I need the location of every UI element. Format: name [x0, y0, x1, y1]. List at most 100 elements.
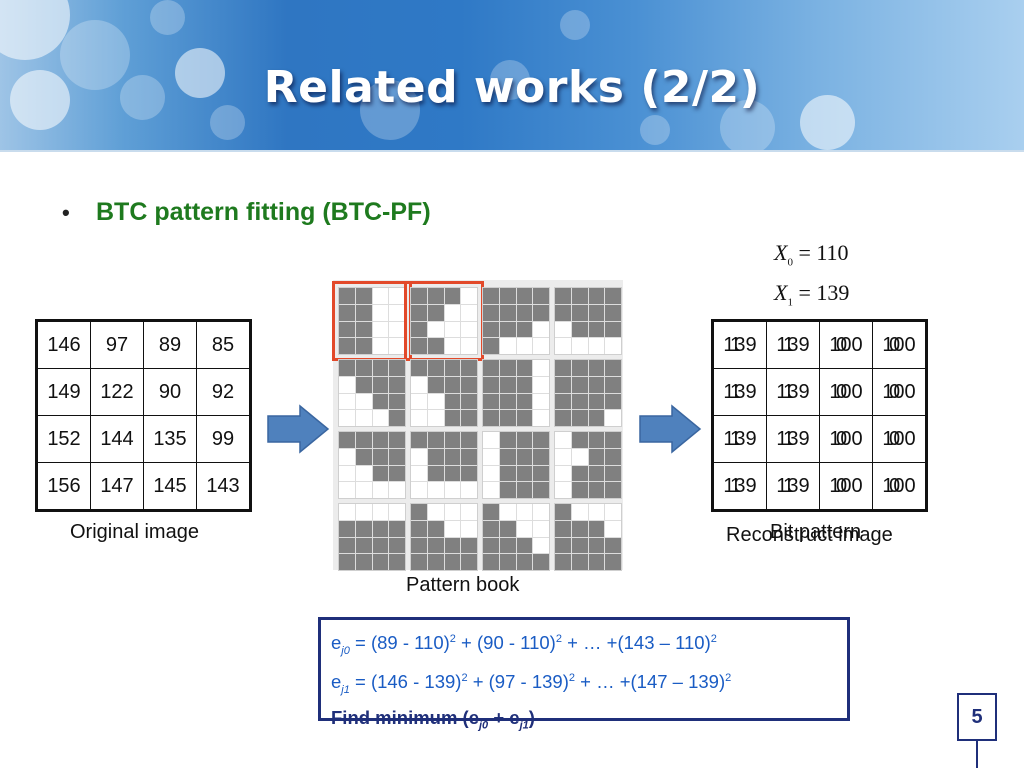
- pattern-cell: [555, 537, 571, 554]
- pattern-cell: [427, 520, 444, 537]
- pattern-cell: [499, 321, 516, 338]
- pattern-cell: [483, 504, 499, 520]
- pattern-cell: [355, 448, 372, 465]
- pattern-cell: [444, 393, 461, 410]
- pattern-cell: [571, 304, 588, 321]
- pattern-cell: [339, 360, 355, 376]
- pattern-cell: [605, 338, 621, 354]
- pattern-cell: [444, 410, 461, 426]
- pattern-cell: [516, 376, 533, 393]
- grid-cell: 135: [143, 415, 197, 463]
- pattern-cell: [555, 554, 571, 570]
- pattern-cell: [499, 537, 516, 554]
- pattern-cell: [588, 537, 605, 554]
- find-minimum-text: Find minimum (ej0 + ej1): [331, 706, 535, 732]
- pattern-cell: [605, 554, 621, 570]
- pattern-cell: [444, 360, 461, 376]
- pattern-cell: [605, 537, 621, 554]
- pattern-cell: [389, 304, 405, 321]
- pattern-cell: [339, 482, 355, 498]
- pattern-cell: [372, 376, 389, 393]
- pattern-tile: [410, 431, 478, 499]
- pattern-cell: [444, 504, 461, 520]
- pattern-cell: [533, 465, 549, 482]
- pattern-cell: [427, 482, 444, 498]
- pattern-cell: [411, 321, 427, 338]
- pattern-cell: [533, 304, 549, 321]
- pattern-cell: [389, 321, 405, 338]
- pattern-cell: [444, 465, 461, 482]
- pattern-cell: [372, 520, 389, 537]
- reconstructed-value: 139: [723, 333, 757, 356]
- pattern-cell: [461, 376, 477, 393]
- pattern-cell: [533, 410, 549, 426]
- pattern-cell: [605, 321, 621, 338]
- pattern-cell: [499, 482, 516, 498]
- pattern-tile: [554, 287, 622, 355]
- pattern-tile-selected: [404, 281, 484, 361]
- pattern-cell: [588, 338, 605, 354]
- pattern-cell: [355, 393, 372, 410]
- pattern-cell: [571, 288, 588, 304]
- pattern-tile: [482, 431, 550, 499]
- pattern-cell: [411, 554, 427, 570]
- pattern-cell: [372, 321, 389, 338]
- grid-cell: 97: [90, 320, 144, 369]
- pattern-cell: [516, 288, 533, 304]
- pattern-cell: [483, 432, 499, 448]
- pattern-cell: [372, 393, 389, 410]
- pattern-cell: [516, 482, 533, 498]
- pattern-cell: [483, 376, 499, 393]
- pattern-cell: [588, 520, 605, 537]
- pattern-cell: [588, 482, 605, 498]
- pattern-cell: [427, 504, 444, 520]
- pattern-cell: [461, 432, 477, 448]
- pattern-cell: [571, 360, 588, 376]
- pattern-cell: [411, 520, 427, 537]
- pattern-cell: [483, 321, 499, 338]
- grid-cell: 152: [36, 415, 91, 463]
- reconstructed-value: 139: [723, 380, 757, 403]
- pattern-tile: [338, 503, 406, 571]
- pattern-tile: [554, 431, 622, 499]
- pattern-cell: [571, 448, 588, 465]
- grid-cell: 144: [90, 415, 144, 463]
- pattern-cell: [444, 482, 461, 498]
- pattern-cell: [555, 360, 571, 376]
- pattern-cell: [483, 554, 499, 570]
- bit-value: 1: [730, 381, 742, 403]
- pattern-cell: [588, 288, 605, 304]
- pattern-cell: [339, 554, 355, 570]
- pattern-cell: [588, 360, 605, 376]
- pattern-tile: [554, 359, 622, 427]
- pattern-cell: [339, 520, 355, 537]
- pattern-cell: [461, 520, 477, 537]
- pattern-cell: [355, 432, 372, 448]
- pattern-cell: [605, 376, 621, 393]
- pattern-cell: [389, 482, 405, 498]
- pattern-cell: [571, 504, 588, 520]
- pattern-cell: [461, 448, 477, 465]
- pattern-cell: [355, 288, 372, 304]
- pattern-cell: [427, 448, 444, 465]
- pattern-cell: [411, 338, 427, 354]
- pattern-cell: [555, 465, 571, 482]
- pattern-cell: [571, 393, 588, 410]
- pattern-cell: [411, 360, 427, 376]
- pattern-cell: [571, 432, 588, 448]
- pattern-cell: [444, 288, 461, 304]
- grid-cell: 89: [143, 320, 197, 369]
- pattern-cell: [499, 520, 516, 537]
- pattern-cell: [533, 321, 549, 338]
- pattern-cell: [411, 537, 427, 554]
